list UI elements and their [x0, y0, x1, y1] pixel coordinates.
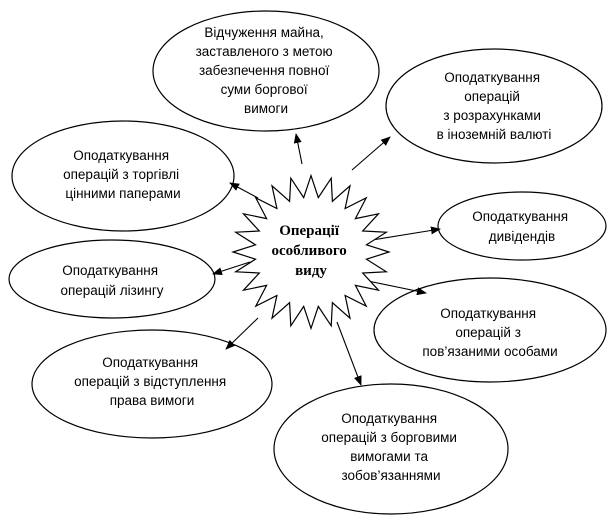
node-line: операцій: [464, 89, 520, 104]
node-line: операцій з: [455, 325, 521, 340]
node-securities-trading: Оподаткування операцій з торгівлі цінним…: [11, 120, 235, 232]
node-dividends: Оподаткування дивідендів: [437, 191, 607, 261]
node-line: права вимоги: [110, 393, 195, 408]
node-assignment-of-claim: Оподаткування операцій з відступлення пр…: [31, 329, 273, 439]
arrow-to-related-parties: [367, 280, 427, 296]
node-line: зобов’язаннями: [341, 468, 440, 483]
node-debt-claims-label: Оподаткування операцій з борговими вимог…: [321, 411, 461, 483]
arrow-to-leasing: [212, 261, 251, 276]
node-line: операцій з борговими: [321, 430, 457, 445]
arrow-to-debt-claims: [336, 321, 362, 386]
arrow-to-dividends: [371, 226, 441, 241]
center-label: Операції особливого виду: [271, 223, 350, 279]
node-alienation-label: Відчуження майна, заставленого з метою з…: [196, 25, 337, 116]
node-line: забезпечення повної: [199, 63, 330, 78]
arrow-to-alienation: [293, 133, 303, 165]
node-assignment-label: Оподаткування операцій з відступлення пр…: [74, 355, 230, 408]
center-line: виду: [295, 263, 327, 279]
node-line: заставленого з метою: [196, 44, 333, 59]
node-line: вимогами та: [350, 449, 428, 464]
node-line: в іноземній валюті: [437, 127, 552, 142]
node-line: Оподаткування: [73, 148, 169, 163]
node-leasing: Оподаткування операцій лізингу: [8, 239, 216, 319]
center-starburst: Операції особливого виду: [231, 173, 391, 331]
node-line: Оподаткування: [62, 263, 158, 278]
arrow-to-foreign-currency: [351, 136, 391, 171]
node-line: дивідендів: [489, 229, 555, 244]
node-line: Оподаткування: [440, 306, 536, 321]
node-foreign-currency-operations: Оподаткування операцій з розрахунками в …: [385, 48, 603, 164]
node-related-parties: Оподаткування операцій з пов’язаними осо…: [373, 277, 607, 383]
center-line: Операції: [279, 223, 340, 239]
node-line: операцій з торгівлі: [63, 167, 179, 182]
arrow-to-securities: [229, 182, 259, 199]
node-line: операцій з відступлення: [74, 374, 226, 389]
node-dividends-label: Оподаткування дивідендів: [472, 209, 572, 244]
node-alienation-of-pledged-property: Відчуження майна, заставленого з метою з…: [152, 10, 380, 132]
node-line: пов’язаними особами: [422, 344, 557, 359]
node-line: операцій лізингу: [60, 283, 163, 298]
node-leasing-label: Оподаткування операцій лізингу: [60, 263, 163, 298]
node-line: Оподаткування: [472, 209, 568, 224]
node-line: Оподаткування: [341, 411, 437, 426]
node-line: Оподаткування: [444, 70, 540, 85]
center-line: особливого: [271, 243, 346, 259]
node-debt-claims-obligations: Оподаткування операцій з борговими вимог…: [273, 383, 509, 515]
node-line: суми боргової: [221, 82, 308, 97]
node-line: Оподаткування: [102, 355, 198, 370]
arrow-to-assignment: [225, 317, 259, 350]
node-line: цінними паперами: [65, 186, 180, 201]
node-foreign-currency-label: Оподаткування операцій з розрахунками в …: [437, 70, 552, 142]
node-securities-label: Оподаткування операцій з торгівлі цінним…: [63, 148, 183, 201]
connector-arrows: [212, 133, 441, 386]
node-line: Відчуження майна,: [204, 25, 323, 40]
node-line: вимоги: [244, 101, 288, 116]
node-related-parties-label: Оподаткування операцій з пов’язаними осо…: [422, 306, 557, 359]
node-line: з розрахунками: [443, 108, 541, 123]
